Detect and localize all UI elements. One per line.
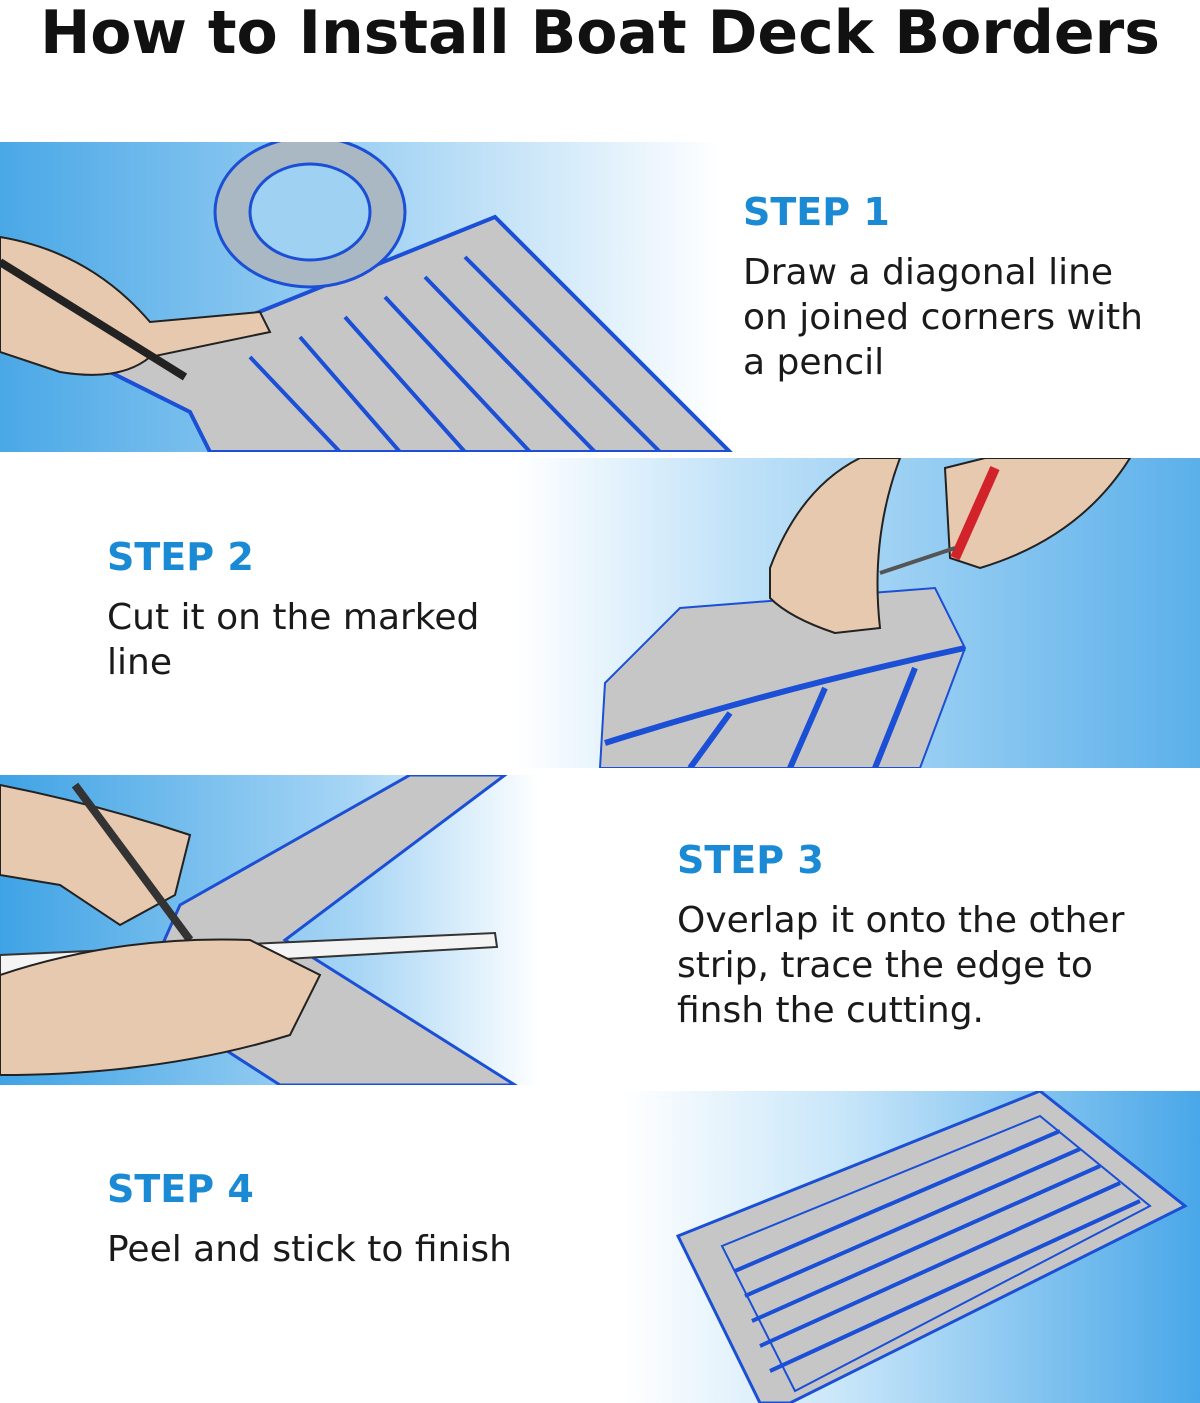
step-3: STEP 3 Overlap it onto the other strip, … [677, 838, 1167, 1033]
step-4-illustration [0, 1091, 1200, 1403]
step-description: Overlap it onto the other strip, trace t… [677, 900, 1125, 1031]
step-label: STEP 1 [743, 190, 890, 234]
deck-cutting-icon [598, 458, 1132, 768]
step-1: STEP 1 Draw a diagonal line on joined co… [743, 190, 1163, 385]
step-label: STEP 3 [677, 838, 824, 882]
page-title: How to Install Boat Deck Borders [40, 0, 1160, 68]
step-description: Draw a diagonal line on joined corners w… [743, 252, 1143, 383]
step-2-illustration [0, 458, 1200, 768]
step-label: STEP 4 [107, 1167, 254, 1211]
step-1-illustration [0, 142, 1200, 452]
deck-tracing-icon [0, 775, 518, 1085]
step-4: STEP 4 Peel and stick to finish [107, 1167, 567, 1272]
deck-drawing-icon [0, 142, 733, 452]
finished-deck-icon [675, 1091, 1188, 1403]
step-label: STEP 2 [107, 535, 254, 579]
step-3-illustration [0, 775, 1200, 1085]
step-description: Cut it on the marked line [107, 597, 480, 683]
step-2: STEP 2 Cut it on the marked line [107, 535, 527, 685]
step-description: Peel and stick to finish [107, 1229, 512, 1270]
